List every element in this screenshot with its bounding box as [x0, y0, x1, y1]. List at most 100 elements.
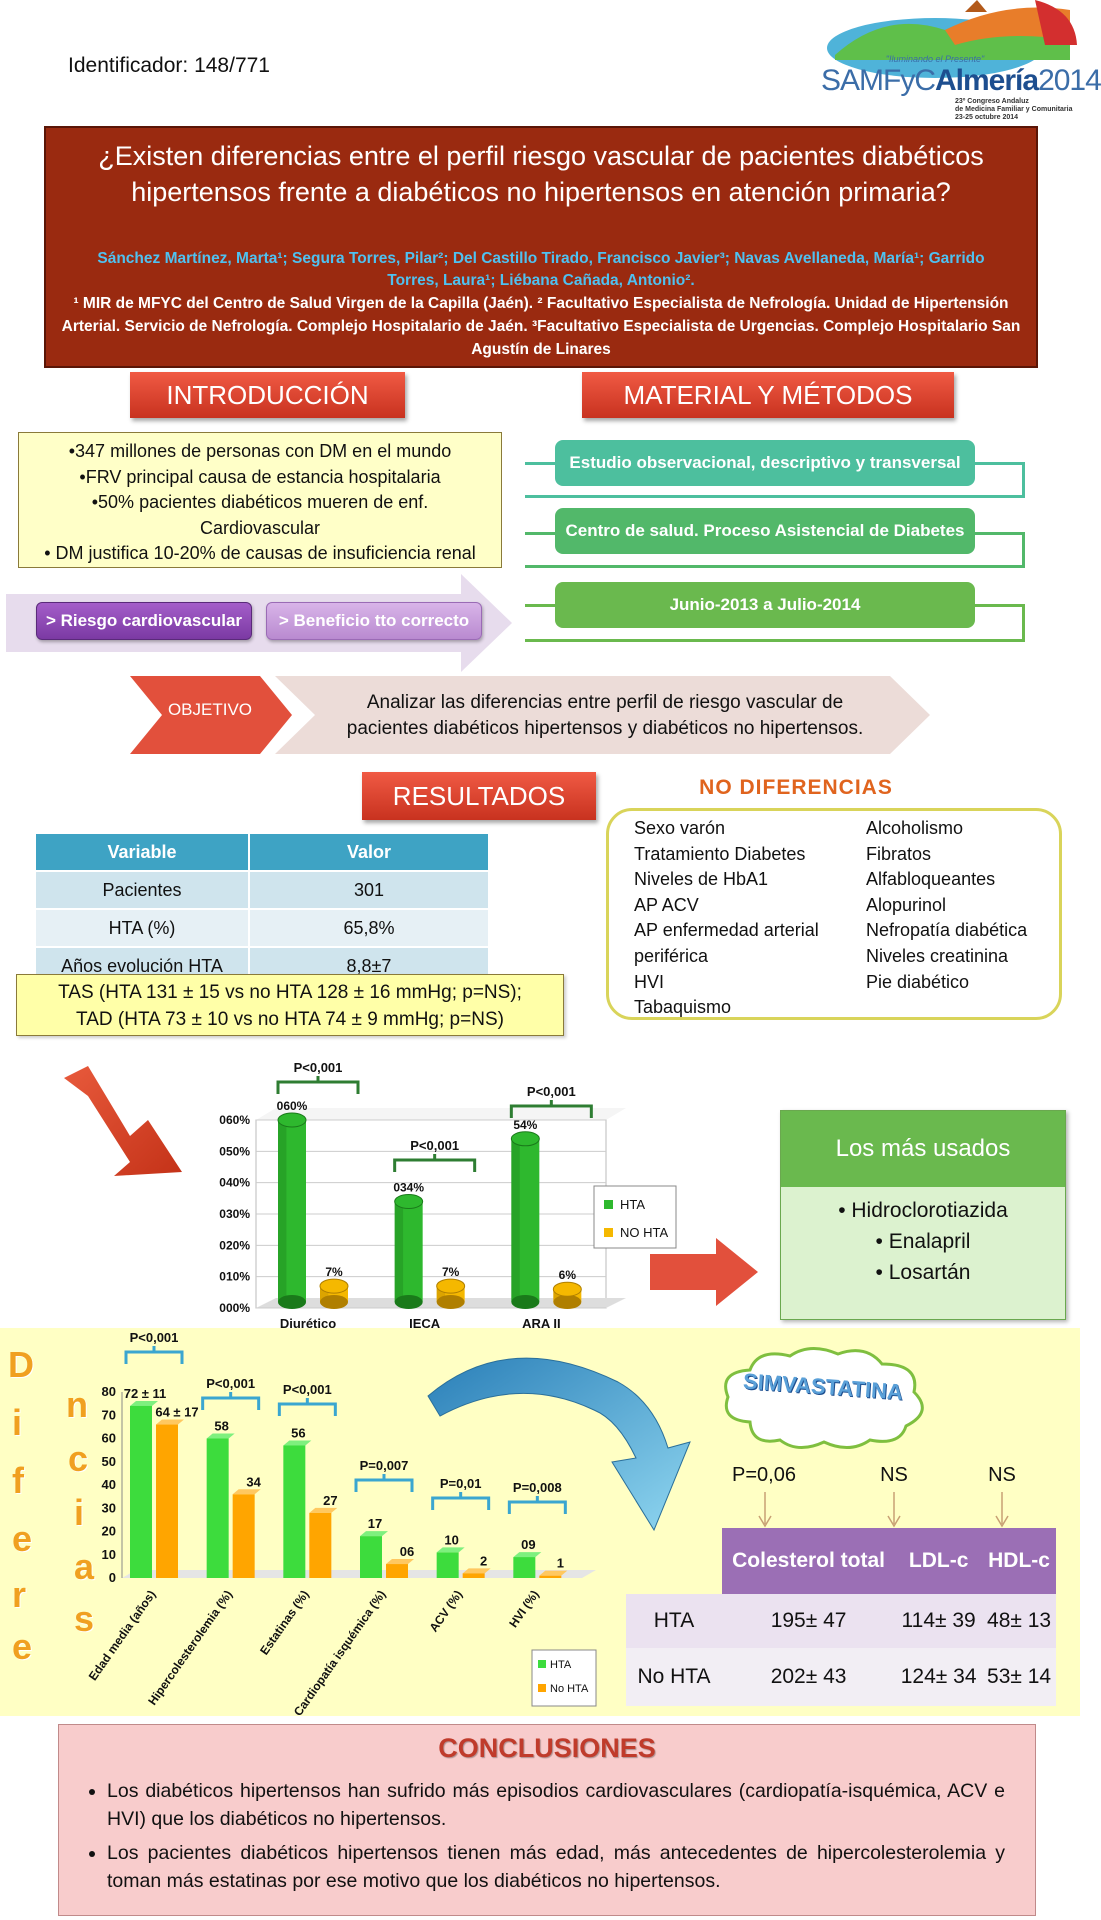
no-diff-box: [606, 808, 1062, 1020]
logo-graphic: [827, 0, 1077, 78]
chol-col-ldl: LDL-c: [895, 1528, 983, 1594]
x-tick-label: HVI (%): [506, 1588, 542, 1630]
most-used-item: • Enalapril: [875, 1230, 971, 1253]
y-tick-label: 70: [102, 1407, 116, 1422]
table-cell: 65,8%: [248, 908, 490, 948]
results-table: Variable Valor Pacientes 301 HTA (%) 65,…: [34, 832, 490, 986]
pvalue-label: P<0,001: [206, 1376, 255, 1391]
table-cell: HTA (%): [34, 908, 250, 948]
chart-antihypertensives: 000%010%020%030%040%050%060%060%7%Diurét…: [219, 1060, 677, 1331]
data-label: 1: [557, 1556, 564, 1571]
pvalue-label: P<0,001: [283, 1382, 332, 1397]
bar: [436, 1278, 466, 1309]
logo-brand-a: SAMFyC: [821, 64, 936, 97]
affiliations: ¹ MIR de MFYC del Centro de Salud Virgen…: [61, 295, 1021, 358]
significance-bracket: P<0,001: [277, 1382, 337, 1416]
conclusion-item-2: Los pacientes diabéticos hipertensos tie…: [107, 1839, 1005, 1895]
significance-bracket: P=0,007: [354, 1458, 414, 1492]
pvalue-label: P<0,001: [527, 1084, 576, 1099]
intro-bullet-3: •50% pacientes diabéticos mueren de enf.: [91, 492, 429, 512]
bar: [394, 1193, 424, 1309]
no-diff-item: Tabaquismo: [634, 997, 732, 1018]
bar: [386, 1559, 414, 1578]
significance-bracket: P<0,001: [124, 1330, 184, 1364]
no-diff-item: HVI: [634, 971, 665, 992]
table-row: HTA 195± 47 114± 39 48± 13: [626, 1594, 1056, 1648]
bar: [232, 1489, 261, 1578]
legend-swatch: [604, 1228, 613, 1237]
table-row: HTA (%) 65,8%: [34, 908, 490, 948]
red-bent-arrow-icon: [64, 1066, 182, 1176]
data-label: 58: [214, 1419, 228, 1434]
methods-heading: MATERIAL Y MÉTODOS: [582, 372, 954, 418]
legend-label: HTA: [550, 1659, 572, 1671]
most-used-item: • Losartán: [875, 1261, 971, 1284]
differences-letter: e: [12, 1626, 33, 1667]
data-label: 09: [521, 1537, 535, 1552]
y-tick-label: 0: [109, 1570, 116, 1585]
x-tick-label: Cardiopatía isquémica (%): [291, 1588, 389, 1719]
chol-pvalue-hdl: NS: [988, 1464, 1016, 1486]
y-tick-label: 000%: [219, 1301, 250, 1315]
chol-col-total: Colesterol total: [722, 1528, 896, 1594]
bar: [283, 1440, 312, 1578]
data-label: 060%: [277, 1099, 308, 1113]
cholesterol-table: Colesterol total LDL-c HDL-c HTA 195± 47…: [626, 1528, 1056, 1706]
conclusions-box: CONCLUSIONES Los diabéticos hipertensos …: [58, 1724, 1036, 1916]
data-label: 6%: [559, 1268, 577, 1282]
plot-top: [256, 1108, 626, 1120]
objective-arrow: [130, 676, 930, 754]
table-cell: 124± 34: [895, 1648, 983, 1706]
data-label: 7%: [442, 1265, 460, 1279]
logo-brand-b: Almería: [935, 64, 1039, 97]
data-label: 34: [246, 1474, 261, 1489]
table-cell: Pacientes: [34, 870, 250, 910]
logo-tagline: "Iluminando el Presente": [885, 54, 985, 64]
table-row: No HTA 202± 43 124± 34 53± 14: [626, 1648, 1056, 1706]
y-tick-label: 40: [102, 1477, 116, 1492]
legend-label: No HTA: [550, 1683, 589, 1695]
pvalue-label: P<0,001: [410, 1138, 459, 1153]
arrow-button-risk: > Riesgo cardiovascular: [36, 602, 252, 640]
significance-bracket: P=0,01: [431, 1476, 491, 1510]
title-box: ¿Existen diferencias entre el perfil rie…: [44, 126, 1038, 368]
tas-text: TAS (HTA 131 ± 15 vs no HTA 128 ± 16 mmH…: [58, 982, 522, 1003]
y-tick-label: 020%: [219, 1238, 250, 1252]
bar: [462, 1568, 491, 1578]
x-tick-label: Hipercolesterolemia (%): [145, 1588, 235, 1708]
no-diff-item: Niveles creatinina: [866, 945, 1009, 966]
bar: [319, 1278, 349, 1309]
objective-text-1: Analizar las diferencias entre perfil de…: [366, 692, 844, 713]
table-cell: 48± 13: [982, 1594, 1056, 1648]
bar: [277, 1112, 307, 1309]
y-tick-label: 010%: [219, 1270, 250, 1284]
x-tick-label: Estatinas (%): [257, 1588, 312, 1658]
differences-letter: f: [12, 1460, 24, 1501]
differences-letter: D: [8, 1344, 34, 1385]
results-col-variable: Variable: [34, 832, 250, 872]
significance-bracket: P<0,001: [509, 1084, 593, 1118]
intro-heading: INTRODUCCIÓN: [130, 372, 405, 418]
bar: [436, 1547, 465, 1578]
authors-line1: Sánchez Martínez, Marta¹; Segura Torres,…: [97, 250, 985, 267]
significance-bracket: P=0,008: [507, 1480, 567, 1514]
table-cell: No HTA: [626, 1648, 722, 1706]
data-label: 64 ± 17: [155, 1405, 198, 1420]
most-used-box: Los más usados • Hidroclorotiazida• Enal…: [780, 1110, 1066, 1320]
bar: [156, 1419, 184, 1578]
differences-letter: i: [12, 1402, 23, 1443]
poster-title-line2: hipertensos frente a diabéticos no hiper…: [131, 177, 951, 207]
most-used-item: • Hidroclorotiazida: [838, 1199, 1008, 1222]
no-diff-item: Alopurinol: [866, 894, 947, 915]
logo-sub2: de Medicina Familiar y Comunitaria: [955, 106, 1073, 113]
differences-letter: a: [74, 1546, 95, 1587]
pvalue-label: P<0,001: [294, 1060, 343, 1075]
bar: [510, 1131, 540, 1309]
y-tick-label: 30: [102, 1500, 116, 1515]
x-tick-label: ARA II: [522, 1316, 561, 1331]
y-tick-label: 050%: [219, 1144, 250, 1158]
legend-swatch: [538, 1684, 546, 1692]
